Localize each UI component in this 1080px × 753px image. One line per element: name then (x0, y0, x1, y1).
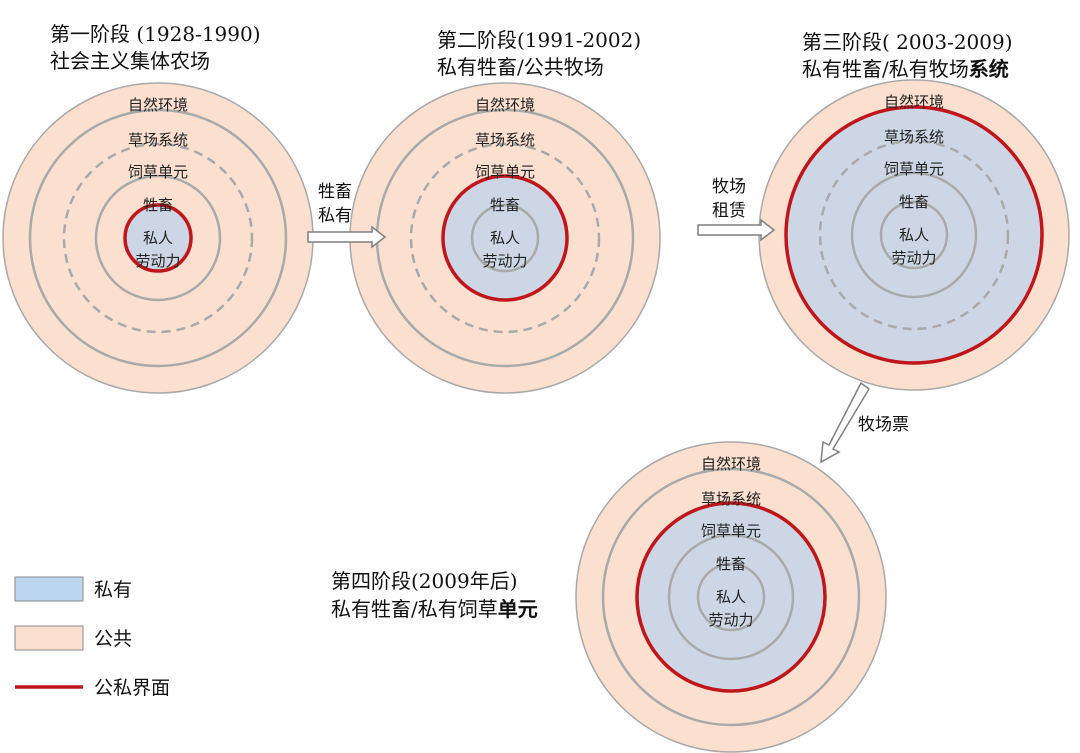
legend-public-label: 公共 (94, 628, 132, 650)
labor-label: 劳动力 (482, 252, 527, 270)
hollow-arrow-right-icon (307, 225, 387, 249)
private-area (637, 503, 825, 691)
livestock-ring (850, 171, 978, 299)
legend-private-swatch (14, 576, 84, 602)
labor-ring (879, 200, 949, 270)
stage3-title-line1: 第三阶段( 2003-2009) (802, 30, 1013, 54)
stage1-title-line1: 第一阶段 (1928-1990) (50, 22, 261, 46)
grassland-ring (601, 467, 861, 727)
legend-public-swatch (14, 625, 84, 651)
livestock-ring (667, 533, 795, 661)
private-label: 私人 (490, 229, 520, 247)
legend: 私有 公共 公私界面 (14, 576, 170, 699)
forage-unit-label: 饲草单元 (884, 160, 944, 178)
public-private-interface (784, 105, 1044, 365)
hollow-arrow-right-icon (697, 218, 776, 242)
livestock-label: 牲畜 (143, 196, 173, 214)
forage-ring (409, 142, 601, 334)
private-label: 私人 (899, 226, 929, 244)
stage2-title-line1: 第二阶段(1991-2002) (437, 28, 641, 52)
private-area (443, 176, 567, 300)
arrow3-label-line1: 牧场票 (858, 415, 909, 435)
stage1-title-line2: 社会主义集体农场 (50, 49, 210, 73)
forage-unit-label: 饲草单元 (701, 522, 761, 540)
labor-ring (470, 203, 540, 273)
grassland-system-label: 草场系统 (884, 128, 944, 146)
labor-label: 劳动力 (708, 611, 753, 629)
livestock-ring (94, 174, 222, 302)
transition-arrow-1: 牲畜 私有 (307, 182, 387, 249)
private-area (125, 205, 191, 271)
grassland-ring (28, 108, 288, 368)
natural-environment-label: 自然环境 (475, 96, 535, 114)
private-area (786, 107, 1042, 363)
public-private-interface (123, 203, 193, 273)
stage2-title-line2: 私有牲畜/公共牧场 (437, 55, 604, 79)
grassland-system-label: 草场系统 (701, 490, 761, 508)
arrow1-label-line2: 私有 (318, 206, 352, 226)
legend-interface-label: 公私界面 (94, 677, 170, 699)
labor-label: 劳动力 (135, 252, 180, 270)
transition-arrow-3: 牧场票 (820, 381, 909, 464)
livestock-label: 牲畜 (716, 555, 746, 573)
labor-ring (696, 562, 766, 632)
grassland-system-label: 草场系统 (128, 131, 188, 149)
private-label: 私人 (143, 229, 173, 247)
arrow2-label-line2: 租赁 (712, 201, 746, 221)
grassland-system-label: 草场系统 (475, 131, 535, 149)
forage-unit-label: 饲草单元 (475, 163, 535, 181)
livestock-label: 牲畜 (899, 193, 929, 211)
public-private-interface (635, 501, 827, 693)
natural-environment-label: 自然环境 (701, 455, 761, 473)
stage4-title-line2: 私有牲畜/私有饲草单元 (331, 597, 538, 621)
legend-private-label: 私有 (94, 579, 132, 601)
hollow-arrow-down-left-icon (820, 381, 870, 464)
arrow2-label-line1: 牧场 (712, 177, 746, 197)
stage4-title-line1: 第四阶段(2009年后) (331, 569, 518, 593)
private-label: 私人 (716, 588, 746, 606)
transition-arrow-2: 牧场 租赁 (697, 177, 776, 242)
labor-label: 劳动力 (891, 249, 936, 267)
public-private-interface (441, 174, 569, 302)
livestock-label: 牲畜 (490, 196, 520, 214)
forage-unit-label: 饲草单元 (128, 163, 188, 181)
arrow1-label-line1: 牲畜 (318, 182, 352, 202)
natural-environment-label: 自然环境 (128, 96, 188, 114)
forage-ring (62, 142, 254, 334)
stage3-title-line2: 私有牲畜/私有牧场系统 (802, 57, 1009, 81)
natural-environment-label: 自然环境 (884, 93, 944, 111)
forage-ring (818, 139, 1010, 331)
